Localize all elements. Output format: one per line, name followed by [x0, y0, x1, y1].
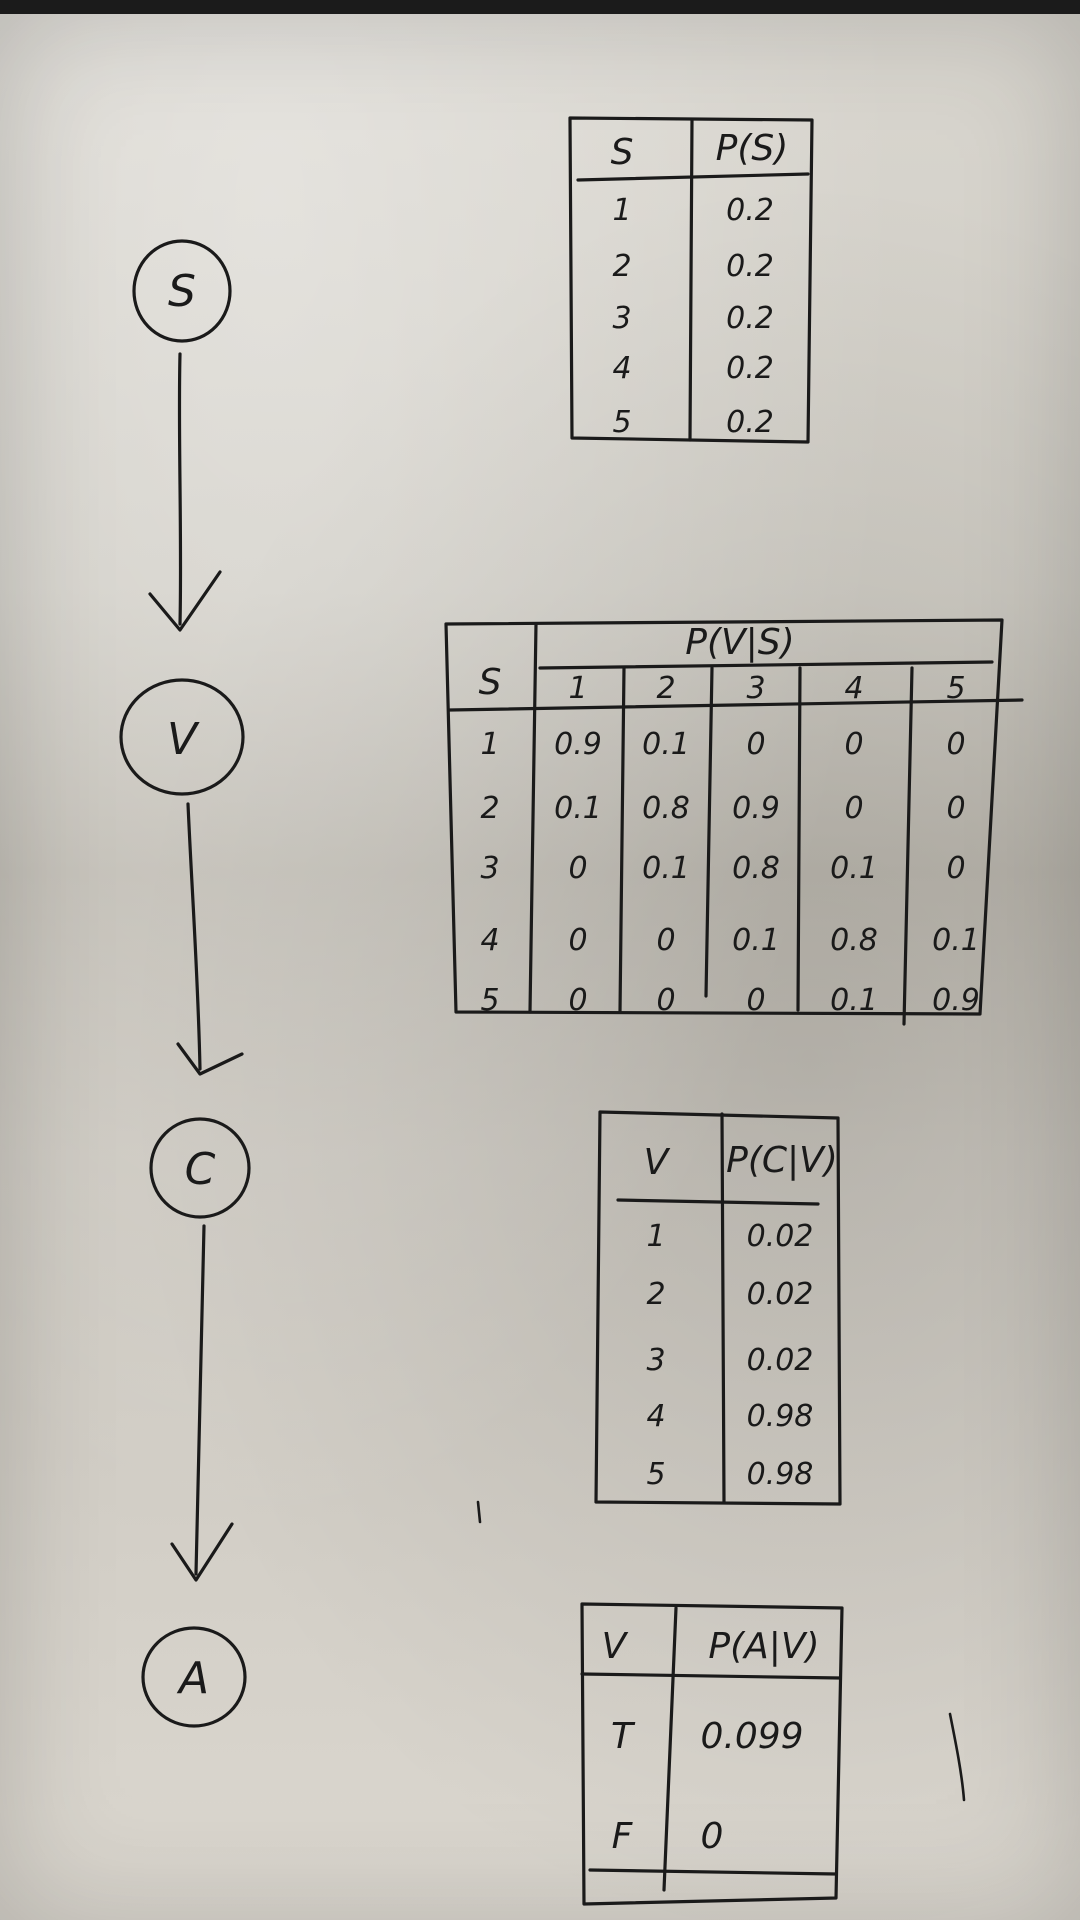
pcv-cell-prob: 0.98 [747, 1399, 814, 1434]
pav-header-v: V [602, 1626, 629, 1667]
pvs-cell-prob: 0 [844, 727, 863, 762]
pcv-cell-prob: 0.02 [747, 1343, 814, 1378]
ps-cell-prob: 0.2 [726, 301, 774, 336]
node-s: S [132, 239, 232, 343]
pvs-col-header: 3 [746, 671, 765, 706]
pvs-cell-prob: 0 [568, 923, 587, 958]
pvs-cell-prob: 0.1 [554, 791, 602, 826]
pcv-cell-prob: 0.02 [747, 1277, 814, 1312]
ps-header-ps: P(S) [716, 128, 789, 169]
node-v: V [119, 678, 245, 796]
table-p-v-given-s: S P(V|S) 1 2 3 4 5 1 0.9 0.1 0 0 0 2 0.1 0.8 0.9 0 0 3 0 0… [444, 618, 1024, 1026]
pvs-cell-prob: 0.8 [830, 923, 878, 958]
pvs-cell-prob: 0 [568, 851, 587, 886]
pav-cell-v: T [611, 1716, 636, 1757]
ps-cell-prob: 0.2 [726, 249, 774, 284]
pvs-cell-prob: 0 [568, 983, 587, 1018]
pvs-cell-prob: 0.9 [732, 791, 780, 826]
pvs-cell-s: 1 [480, 727, 499, 762]
pvs-cell-prob: 0.9 [932, 983, 980, 1018]
pvs-col-headers: 1 2 3 4 5 [568, 671, 965, 706]
bayes-net-diagram: S V C A S [119, 116, 1024, 1906]
pcv-header-pcv: P(C|V) [726, 1140, 838, 1181]
pvs-cell-prob: 0.1 [932, 923, 980, 958]
ps-cell-s: 4 [612, 351, 631, 386]
ps-cell-prob: 0.2 [726, 351, 774, 386]
edge-s-to-v [148, 352, 222, 632]
ps-cell-s: 1 [612, 193, 631, 228]
pvs-col-header: 1 [568, 671, 587, 706]
node-v-label: V [167, 714, 200, 765]
ps-header-s: S [611, 132, 634, 173]
pav-header-pav: P(A|V) [708, 1626, 819, 1667]
pvs-col-header: 4 [844, 671, 863, 706]
stray-pen-mark [948, 1712, 966, 1802]
ps-cell-prob: 0.2 [726, 405, 774, 440]
pvs-cell-prob: 0.8 [732, 851, 780, 886]
edge-c-to-a [170, 1224, 234, 1582]
pvs-cell-prob: 0.1 [830, 983, 878, 1018]
pvs-cell-prob: 0.1 [642, 727, 690, 762]
paper-sheet: S V C A S [0, 14, 1080, 1920]
pvs-cell-s: 5 [480, 983, 499, 1018]
pvs-cell-prob: 0 [844, 791, 863, 826]
pvs-col-header: 2 [656, 671, 675, 706]
pvs-row-header: S [479, 662, 502, 703]
ps-cell-s: 2 [612, 249, 631, 284]
pcv-cell-v: 2 [646, 1277, 665, 1312]
pcv-cell-prob: 0.02 [747, 1219, 814, 1254]
pvs-cell-prob: 0.1 [732, 923, 780, 958]
pcv-header-v: V [644, 1142, 671, 1183]
pvs-group-header: P(V|S) [685, 622, 794, 663]
pcv-cell-prob: 0.98 [747, 1457, 814, 1492]
pav-cell-prob: 0 [701, 1816, 724, 1857]
pvs-cell-prob: 0.1 [830, 851, 878, 886]
pvs-cell-s: 4 [480, 923, 499, 958]
pav-cell-prob: 0.099 [700, 1716, 803, 1757]
node-c-label: C [185, 1144, 216, 1195]
pvs-cell-prob: 0.1 [642, 851, 690, 886]
table-p-c-given-v: V P(C|V) 1 0.02 2 0.02 3 0.02 4 0.98 5 0.98 [594, 1110, 842, 1506]
node-s-label: S [168, 266, 196, 317]
pvs-col-header: 5 [946, 671, 965, 706]
node-c: C [149, 1117, 251, 1219]
ps-cell-s: 3 [612, 301, 631, 336]
node-a-label: A [176, 1653, 209, 1704]
ps-rows: 1 0.2 2 0.2 3 0.2 4 0.2 5 0.2 [612, 193, 773, 440]
pvs-cell-s: 3 [480, 851, 499, 886]
pvs-cell-prob: 0 [656, 983, 675, 1018]
ps-cell-s: 5 [612, 405, 631, 440]
pcv-cell-v: 5 [646, 1457, 665, 1492]
pvs-cell-prob: 0.8 [642, 791, 690, 826]
pvs-cell-prob: 0 [746, 983, 765, 1018]
table-p-s: S P(S) 1 0.2 2 0.2 3 0.2 4 0.2 5 0.2 [568, 116, 814, 444]
pvs-cell-prob: 0 [946, 851, 965, 886]
pvs-cell-prob: 0 [656, 923, 675, 958]
pvs-cell-s: 2 [480, 791, 499, 826]
pcv-cell-v: 4 [646, 1399, 665, 1434]
pcv-cell-v: 3 [646, 1343, 665, 1378]
pcv-cell-v: 1 [646, 1219, 665, 1254]
ps-cell-prob: 0.2 [726, 193, 774, 228]
pvs-cell-prob: 0.9 [554, 727, 602, 762]
edge-v-to-c [176, 802, 244, 1076]
pvs-cell-prob: 0 [946, 727, 965, 762]
stray-pen-mark [476, 1500, 482, 1524]
pvs-cell-prob: 0 [946, 791, 965, 826]
pvs-rows: 1 0.9 0.1 0 0 0 2 0.1 0.8 0.9 0 0 3 0 0.1 0.8 0.1 0 4 0 0 0.1… [480, 727, 979, 1018]
pcv-rows: 1 0.02 2 0.02 3 0.02 4 0.98 5 0.98 [646, 1219, 813, 1492]
node-a: A [141, 1626, 247, 1728]
pvs-cell-prob: 0 [746, 727, 765, 762]
pav-cell-v: F [612, 1816, 634, 1857]
